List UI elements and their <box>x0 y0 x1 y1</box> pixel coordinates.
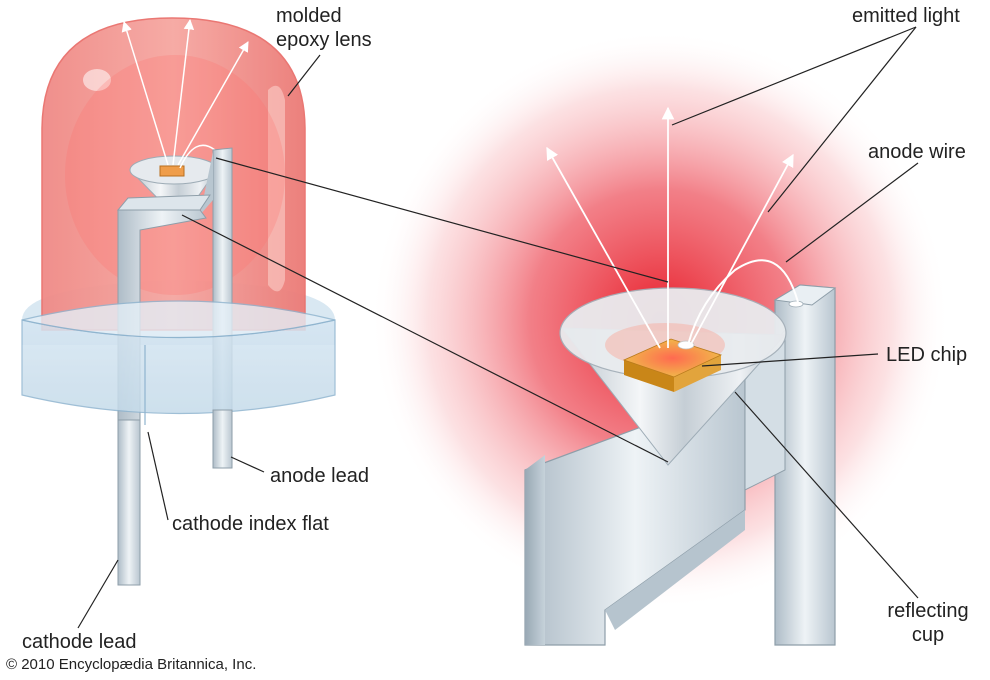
zoomed-view <box>370 30 950 646</box>
copyright-notice: © 2010 Encyclopædia Britannica, Inc. <box>6 656 257 673</box>
flange-top <box>21 300 336 339</box>
anode-bond-pad <box>788 300 804 308</box>
small-led-chip <box>159 165 185 177</box>
label-led-chip: LED chip <box>886 344 967 366</box>
dome-streak <box>268 85 285 292</box>
chip-bond-pad <box>677 340 695 350</box>
leader-cathode-lead <box>77 559 119 629</box>
anode-lead <box>212 409 233 469</box>
anode-wire <box>687 259 799 346</box>
leader-emitted-light-2 <box>767 26 917 213</box>
small-light-arrow-2 <box>172 18 195 166</box>
label-anode-lead: anode lead <box>270 465 369 487</box>
led-package <box>21 17 336 586</box>
label-reflecting: reflecting <box>887 600 968 622</box>
label-cup: cup <box>912 624 944 646</box>
leader-epoxy-lens <box>287 54 321 97</box>
label-emitted-light: emitted light <box>852 5 960 27</box>
small-anode-wire <box>179 144 216 169</box>
leader-anode-lead <box>230 456 265 473</box>
leader-anode-wire <box>785 162 919 263</box>
leader-cathode-flat <box>147 431 169 521</box>
small-light-arrow-1 <box>121 20 169 166</box>
labels: molded epoxy lens emitted light anode wi… <box>22 5 969 653</box>
led-chip-side-left <box>624 360 674 392</box>
leader-lines <box>77 26 919 629</box>
led-chip-top <box>622 338 723 378</box>
leader-reflecting-cup <box>734 391 919 599</box>
label-cathode-lead: cathode lead <box>22 631 137 653</box>
label-anode-wire: anode wire <box>868 141 966 163</box>
small-light-arrow-3 <box>177 41 249 166</box>
light-arrow-3 <box>689 153 794 347</box>
dome-highlight <box>83 69 111 91</box>
led-chip-side-right <box>674 355 721 392</box>
leader-led-chip <box>701 353 879 367</box>
leader-emitted-light-1 <box>671 26 917 126</box>
light-arrow-1 <box>546 146 661 349</box>
cathode-lead <box>117 419 141 586</box>
label-molded: molded <box>276 5 342 27</box>
label-epoxy-lens: epoxy lens <box>276 29 372 51</box>
zoom-connectors <box>181 157 669 463</box>
label-cathode-index-flat: cathode index flat <box>172 513 329 535</box>
